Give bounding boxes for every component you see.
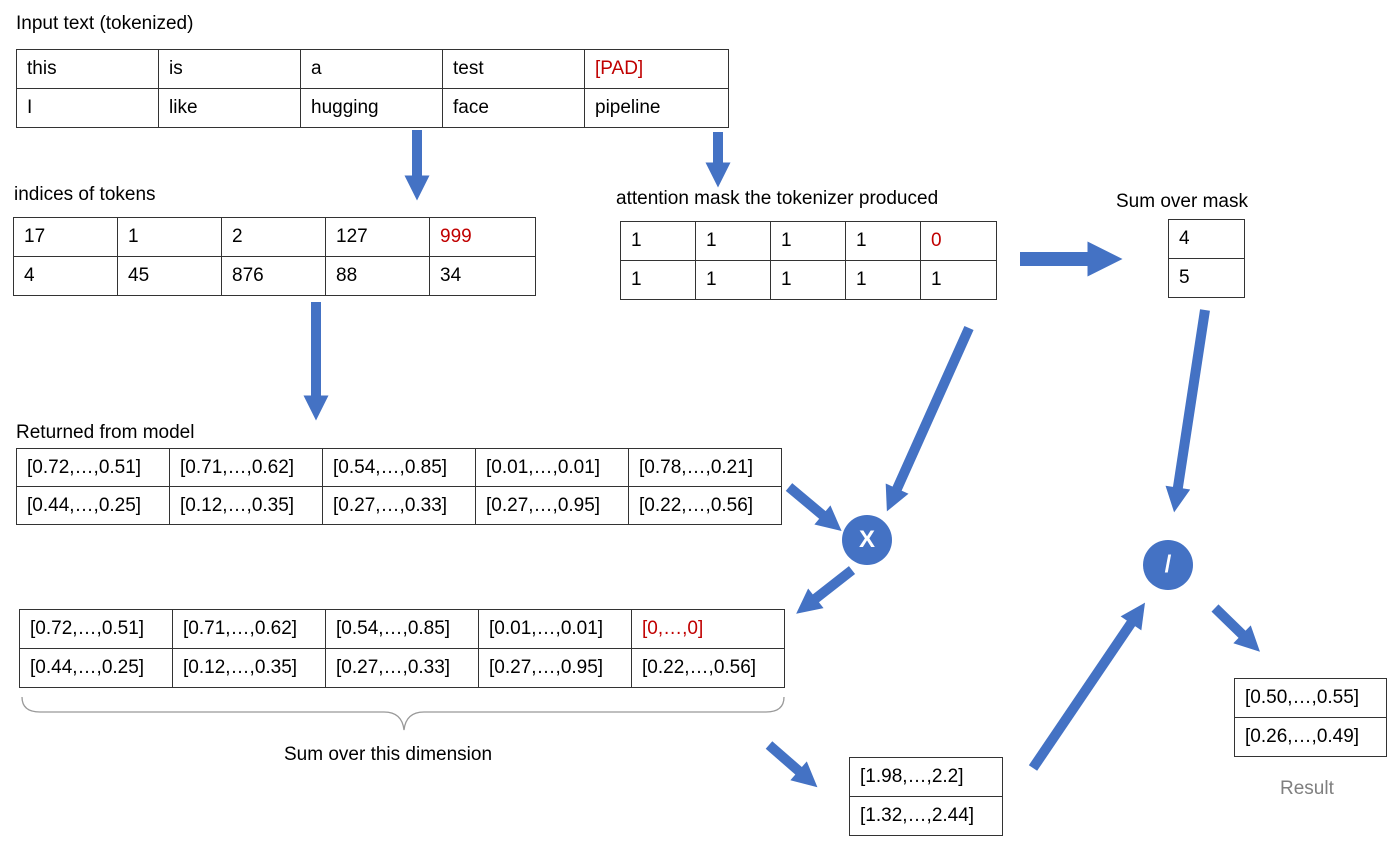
table-cell: I: [16, 88, 159, 128]
result-table: [0.50,…,0.55] [0.26,…,0.49]: [1234, 678, 1387, 757]
table-cell: 45: [117, 256, 222, 296]
table-cell: 876: [221, 256, 326, 296]
table-cell: [0.12,…,0.35]: [172, 648, 326, 688]
table-row: [0.44,…,0.25] [0.12,…,0.35] [0.27,…,0.33…: [16, 486, 782, 525]
masked-output-table: [0.72,…,0.51] [0.71,…,0.62] [0.54,…,0.85…: [19, 609, 785, 688]
table-cell: 4: [13, 256, 118, 296]
table-cell: [0.27,…,0.33]: [325, 648, 479, 688]
table-cell: [0.71,…,0.62]: [172, 609, 326, 649]
sum-dimension-label: Sum over this dimension: [284, 744, 493, 765]
input-text-table: this is a test [PAD] I like hugging face…: [16, 49, 729, 128]
table-cell: [0.54,…,0.85]: [325, 609, 479, 649]
table-cell: [0.01,…,0.01]: [478, 609, 632, 649]
table-cell: face: [442, 88, 585, 128]
table-cell: 1: [695, 221, 771, 261]
sum-brace: [21, 696, 785, 731]
table-row: 1 1 1 1 1: [620, 260, 997, 300]
result-label: Result: [1280, 778, 1334, 799]
table-cell: pipeline: [584, 88, 729, 128]
table-cell: 1: [770, 221, 846, 261]
table-cell: 5: [1168, 258, 1245, 298]
table-cell: [0.27,…,0.33]: [322, 486, 476, 525]
pad-index-cell: 999: [429, 217, 536, 257]
input-text-title: Input text (tokenized): [16, 13, 194, 34]
table-cell: [0.44,…,0.25]: [16, 486, 170, 525]
table-cell: 1: [620, 221, 696, 261]
table-row: [0.26,…,0.49]: [1234, 717, 1387, 757]
pad-token-cell: [PAD]: [584, 49, 729, 89]
table-cell: [0.01,…,0.01]: [475, 448, 629, 487]
table-cell: [0.72,…,0.51]: [16, 448, 170, 487]
table-row: [1.98,…,2.2]: [849, 757, 1003, 797]
token-indices-table: 17 1 2 127 999 4 45 876 88 34: [13, 217, 536, 296]
table-row: [0.44,…,0.25] [0.12,…,0.35] [0.27,…,0.33…: [19, 648, 785, 688]
table-cell: [0.71,…,0.62]: [169, 448, 323, 487]
table-cell: 1: [920, 260, 997, 300]
table-row: 17 1 2 127 999: [13, 217, 536, 257]
table-cell: 1: [845, 260, 921, 300]
mask-sum-table: 4 5: [1168, 219, 1245, 298]
attention-mask-table: 1 1 1 1 0 1 1 1 1 1: [620, 221, 997, 300]
table-cell: a: [300, 49, 443, 89]
table-row: I like hugging face pipeline: [16, 88, 729, 128]
masked-pad-cell: [0,…,0]: [631, 609, 785, 649]
mask-sum-title: Sum over mask: [1116, 191, 1248, 212]
multiply-operator: X: [842, 515, 892, 565]
table-cell: [0.26,…,0.49]: [1234, 717, 1387, 757]
arrow-summed-to-divide: [1028, 602, 1146, 771]
summed-table: [1.98,…,2.2] [1.32,…,2.44]: [849, 757, 1003, 836]
table-cell: 17: [13, 217, 118, 257]
table-cell: test: [442, 49, 585, 89]
arrow-model-to-multiply: [785, 483, 842, 532]
table-row: [0.72,…,0.51] [0.71,…,0.62] [0.54,…,0.85…: [16, 448, 782, 487]
table-cell: hugging: [300, 88, 443, 128]
table-cell: [0.22,…,0.56]: [628, 486, 782, 525]
model-output-title: Returned from model: [16, 422, 195, 443]
table-row: [1.32,…,2.44]: [849, 796, 1003, 836]
table-row: 1 1 1 1 0: [620, 221, 997, 261]
table-cell: this: [16, 49, 159, 89]
model-output-table: [0.72,…,0.51] [0.71,…,0.62] [0.54,…,0.85…: [16, 448, 782, 525]
arrow-sum-to-divide: [1165, 309, 1210, 513]
table-cell: [0.50,…,0.55]: [1234, 678, 1387, 718]
table-cell: 2: [221, 217, 326, 257]
table-cell: 1: [620, 260, 696, 300]
table-cell: [1.98,…,2.2]: [849, 757, 1003, 797]
table-cell: is: [158, 49, 301, 89]
table-cell: [1.32,…,2.44]: [849, 796, 1003, 836]
pad-mask-cell: 0: [920, 221, 997, 261]
table-cell: [0.27,…,0.95]: [475, 486, 629, 525]
table-cell: 1: [117, 217, 222, 257]
table-cell: like: [158, 88, 301, 128]
table-cell: 1: [845, 221, 921, 261]
table-cell: 34: [429, 256, 536, 296]
table-cell: 1: [770, 260, 846, 300]
table-cell: [0.44,…,0.25]: [19, 648, 173, 688]
arrow-multiply-to-masked: [796, 566, 856, 614]
arrow-mask-to-multiply: [885, 325, 974, 512]
table-cell: [0.12,…,0.35]: [169, 486, 323, 525]
table-cell: [0.72,…,0.51]: [19, 609, 173, 649]
table-row: 4: [1168, 219, 1245, 259]
table-cell: 127: [325, 217, 430, 257]
table-cell: 88: [325, 256, 430, 296]
table-row: [0.50,…,0.55]: [1234, 678, 1387, 718]
table-row: [0.72,…,0.51] [0.71,…,0.62] [0.54,…,0.85…: [19, 609, 785, 649]
table-cell: [0.27,…,0.95]: [478, 648, 632, 688]
attention-mask-title: attention mask the tokenizer produced: [616, 188, 939, 209]
table-row: this is a test [PAD]: [16, 49, 729, 89]
arrow-masked-to-summed: [765, 741, 818, 788]
table-cell: [0.22,…,0.56]: [631, 648, 785, 688]
table-cell: 1: [695, 260, 771, 300]
token-indices-title: indices of tokens: [14, 184, 156, 205]
table-cell: [0.54,…,0.85]: [322, 448, 476, 487]
table-row: 5: [1168, 258, 1245, 298]
table-row: 4 45 876 88 34: [13, 256, 536, 296]
arrow-divide-to-result: [1211, 604, 1260, 652]
table-cell: 4: [1168, 219, 1245, 259]
table-cell: [0.78,…,0.21]: [628, 448, 782, 487]
divide-operator: /: [1143, 540, 1193, 590]
